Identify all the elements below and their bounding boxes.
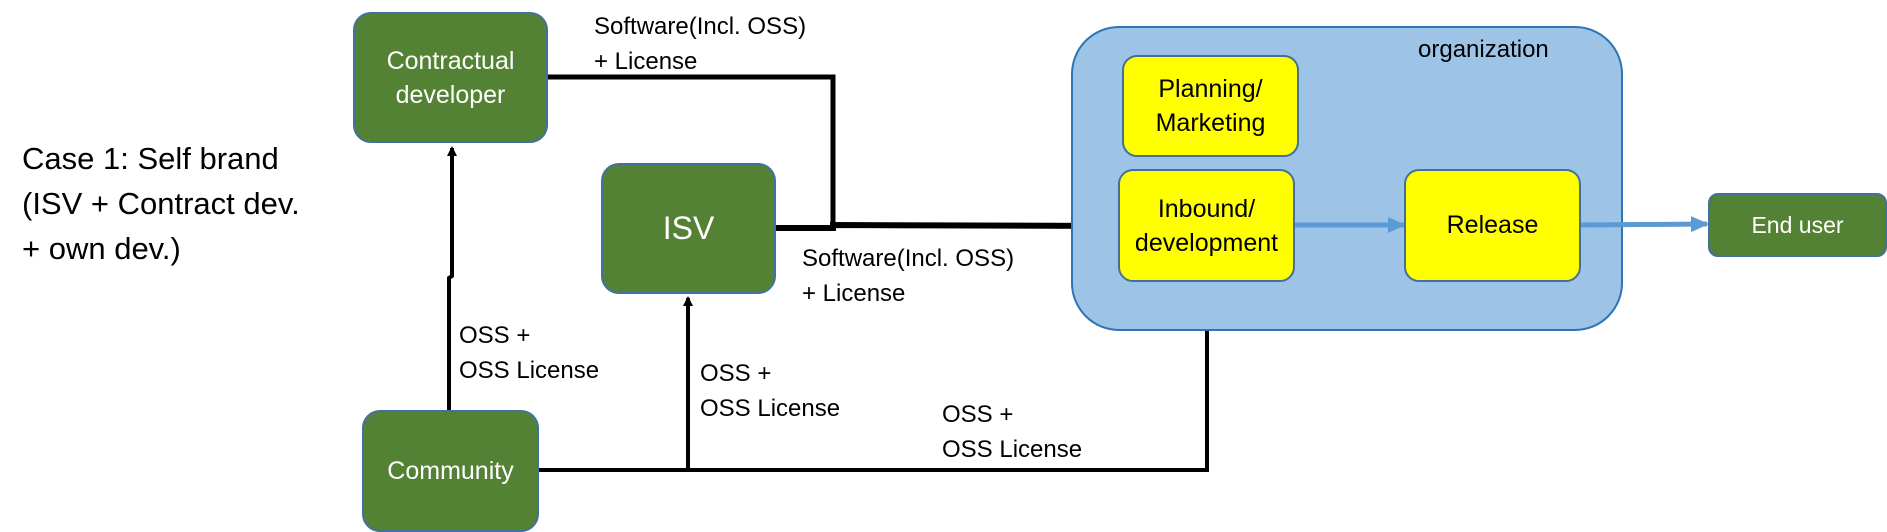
contract-to-org-connector bbox=[547, 74, 836, 225]
end-user-node: End user bbox=[1708, 193, 1887, 257]
organization-label: organization bbox=[1418, 36, 1549, 63]
contract-edge-label: Software(Incl. OSS) + License bbox=[594, 13, 807, 75]
community-to-isv-edge-label: OSS + OSS License bbox=[700, 360, 841, 422]
case-title: Case 1: Self brand (ISV + Contract dev. … bbox=[22, 141, 300, 266]
release-to-enduser-arrow bbox=[1580, 216, 1709, 233]
isv-to-org-connector bbox=[775, 217, 1120, 234]
community-to-contract-connector bbox=[447, 146, 457, 411]
community-to-org-connector bbox=[537, 284, 1212, 472]
inbound-development-node: Inbound/ development bbox=[1118, 169, 1295, 282]
planning-marketing-node: Planning/ Marketing bbox=[1122, 55, 1299, 157]
community-node: Community bbox=[362, 410, 539, 532]
isv-edge-label: Software(Incl. OSS) + License bbox=[802, 245, 1015, 307]
contractual-developer-node: Contractual developer bbox=[353, 12, 548, 143]
isv-node: ISV bbox=[601, 163, 776, 294]
release-node: Release bbox=[1404, 169, 1581, 282]
community-to-org-edge-label: OSS + OSS License bbox=[942, 401, 1083, 463]
community-to-contract-edge-label: OSS + OSS License bbox=[459, 322, 600, 384]
